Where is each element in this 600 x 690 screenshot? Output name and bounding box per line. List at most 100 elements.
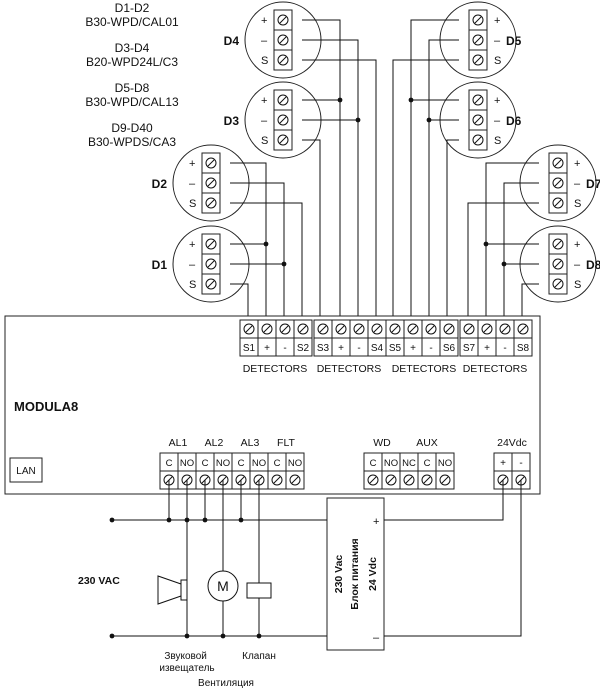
relay-contact-label: NO: [288, 458, 302, 469]
relay-contact-label: C: [166, 458, 173, 469]
detector-terminal-screw-1[interactable]: [243, 323, 255, 335]
aux-screw-3[interactable]: [403, 474, 415, 486]
detector-d7-terminal-1[interactable]: [552, 157, 564, 169]
aux-screw-1[interactable]: [367, 474, 379, 486]
aux-contact-label: C: [424, 458, 431, 469]
detector-label: D6: [506, 114, 522, 128]
detector-terminal-screw-14[interactable]: [481, 323, 493, 335]
relay-4-screw-2[interactable]: [289, 474, 301, 486]
detector-d2-terminal-3[interactable]: [205, 197, 217, 209]
detector-terminal-screw-5[interactable]: [317, 323, 329, 335]
detector-d4-terminal-3[interactable]: [277, 54, 289, 66]
aux-screw-4[interactable]: [421, 474, 433, 486]
detector-terminal-screw-10[interactable]: [407, 323, 419, 335]
detector-terminal-screw-4[interactable]: [297, 323, 309, 335]
detector-d6-terminal-2[interactable]: [472, 114, 484, 126]
detector-d3-terminal-2[interactable]: [277, 114, 289, 126]
ventilation-label: Вентиляция: [198, 678, 254, 689]
detector-pin-label: S: [261, 135, 268, 147]
detector-terminal-screw-2[interactable]: [261, 323, 273, 335]
power-input-label: 24Vdc: [497, 437, 527, 449]
detectors-caption-1: DETECTORS: [243, 363, 308, 375]
detector-d3-terminal-1[interactable]: [277, 94, 289, 106]
detector-pin-label: +: [574, 158, 580, 170]
detector-bus-wiring: [230, 19, 539, 318]
aux-screw-5[interactable]: [439, 474, 451, 486]
detector-label: D7: [586, 177, 600, 191]
detector-terminal-block-1: S1+-S2: [239, 319, 313, 357]
detector-d3-terminal-3[interactable]: [277, 134, 289, 146]
detector-d4-terminal-2[interactable]: [277, 34, 289, 46]
detector-terminal-screw-16[interactable]: [517, 323, 529, 335]
detector-pin-label: +: [261, 95, 267, 107]
detector-pin-label: S: [189, 279, 196, 291]
detector-terminal-screw-9[interactable]: [389, 323, 401, 335]
detector-label: D3: [224, 114, 240, 128]
lan-port[interactable]: [9, 457, 43, 483]
detector-pin-label: –: [494, 35, 501, 47]
model-range-2: D3-D4: [115, 41, 150, 55]
detector-d3: +–SD3: [224, 81, 322, 159]
detector-terminal-block-2: S3+-S4: [313, 319, 387, 357]
output-wiring: [109, 480, 522, 639]
detector-terminal-label: -: [357, 343, 360, 354]
detector-d6-terminal-1[interactable]: [472, 94, 484, 106]
aux-screw-2[interactable]: [385, 474, 397, 486]
detector-d5-terminal-3[interactable]: [472, 54, 484, 66]
detector-d2-terminal-1[interactable]: [205, 157, 217, 169]
detector-d6-terminal-3[interactable]: [472, 134, 484, 146]
valve-coil-icon: [246, 582, 272, 599]
detector-terminal-screw-13[interactable]: [463, 323, 475, 335]
power-pin-label: -: [519, 458, 522, 469]
detector-terminal-label: S3: [317, 343, 330, 354]
detector-pin-label: S: [494, 135, 501, 147]
model-name-4: B30-WPDS/CA3: [88, 135, 176, 149]
detector-d8-terminal-1[interactable]: [552, 238, 564, 250]
detector-d7-terminal-2[interactable]: [552, 177, 564, 189]
detector-pin-label: +: [574, 239, 580, 251]
aux-contact-label: NC: [402, 458, 416, 469]
relay-contact-label: C: [274, 458, 281, 469]
detector-terminal-screw-11[interactable]: [425, 323, 437, 335]
detector-d1-terminal-3[interactable]: [205, 278, 217, 290]
ps-minus: –: [373, 632, 380, 644]
detector-d1-terminal-2[interactable]: [205, 258, 217, 270]
detector-terminal-label: -: [503, 343, 506, 354]
detector-d8: +–SD8: [519, 225, 600, 303]
detector-terminal-screw-8[interactable]: [371, 323, 383, 335]
detector-terminal-screw-15[interactable]: [499, 323, 511, 335]
detector-d2-terminal-2[interactable]: [205, 177, 217, 189]
detector-pin-label: +: [189, 239, 195, 251]
detector-pin-label: –: [261, 35, 268, 47]
model-range-4: D9-D40: [111, 121, 153, 135]
detector-d7-terminal-3[interactable]: [552, 197, 564, 209]
detector-terminal-screw-3[interactable]: [279, 323, 291, 335]
detector-terminal-screw-12[interactable]: [443, 323, 455, 335]
detector-pin-label: –: [574, 178, 581, 190]
detector-pin-label: S: [189, 198, 196, 210]
relay-label-2: AL2: [205, 437, 224, 449]
detector-d4-terminal-1[interactable]: [277, 14, 289, 26]
relay-4-screw-1[interactable]: [271, 474, 283, 486]
detector-d1-terminal-1[interactable]: [205, 238, 217, 250]
detector-d5-terminal-1[interactable]: [472, 14, 484, 26]
detector-terminal-label: S5: [389, 343, 402, 354]
model-list: D1-D2 B30-WPD/CAL01 D3-D4 B20-WPD24L/C3 …: [85, 1, 179, 149]
detectors-caption-3: DETECTORS: [392, 363, 457, 375]
detector-d5-terminal-2[interactable]: [472, 34, 484, 46]
detector-terminal-screw-7[interactable]: [353, 323, 365, 335]
aux-contact-label: NO: [384, 458, 398, 469]
motor-icon: M: [207, 570, 239, 602]
lan-label: LAN: [16, 466, 35, 477]
model-name-2: B20-WPD24L/C3: [86, 55, 178, 69]
detector-terminal-label: +: [484, 343, 490, 354]
detector-terminal-screw-6[interactable]: [335, 323, 347, 335]
power-pin-label: +: [500, 458, 506, 469]
detector-label: D5: [506, 34, 522, 48]
detector-d8-terminal-3[interactable]: [552, 278, 564, 290]
detector-pin-label: S: [261, 55, 268, 67]
detector-d8-terminal-2[interactable]: [552, 258, 564, 270]
